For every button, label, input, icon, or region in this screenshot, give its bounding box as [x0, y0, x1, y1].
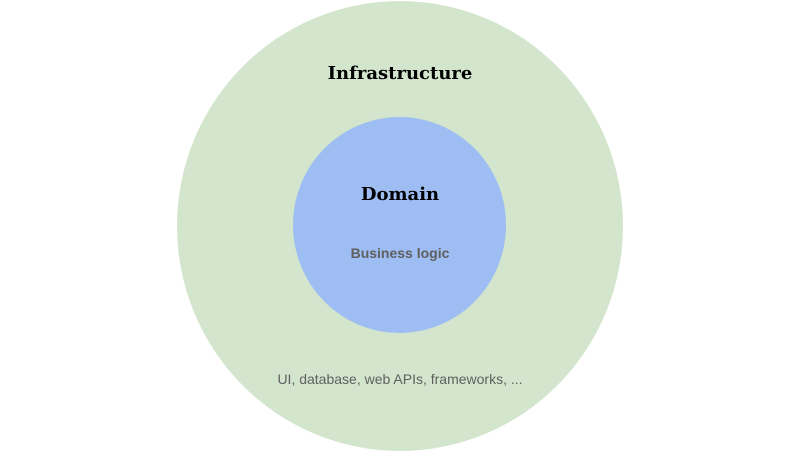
infrastructure-description: UI, database, web APIs, frameworks, ...: [277, 371, 523, 387]
domain-description: Business logic: [350, 245, 450, 261]
infrastructure-title: Infrastructure: [327, 63, 473, 84]
domain-title: Domain: [360, 184, 440, 205]
domain-circle: [293, 117, 506, 333]
